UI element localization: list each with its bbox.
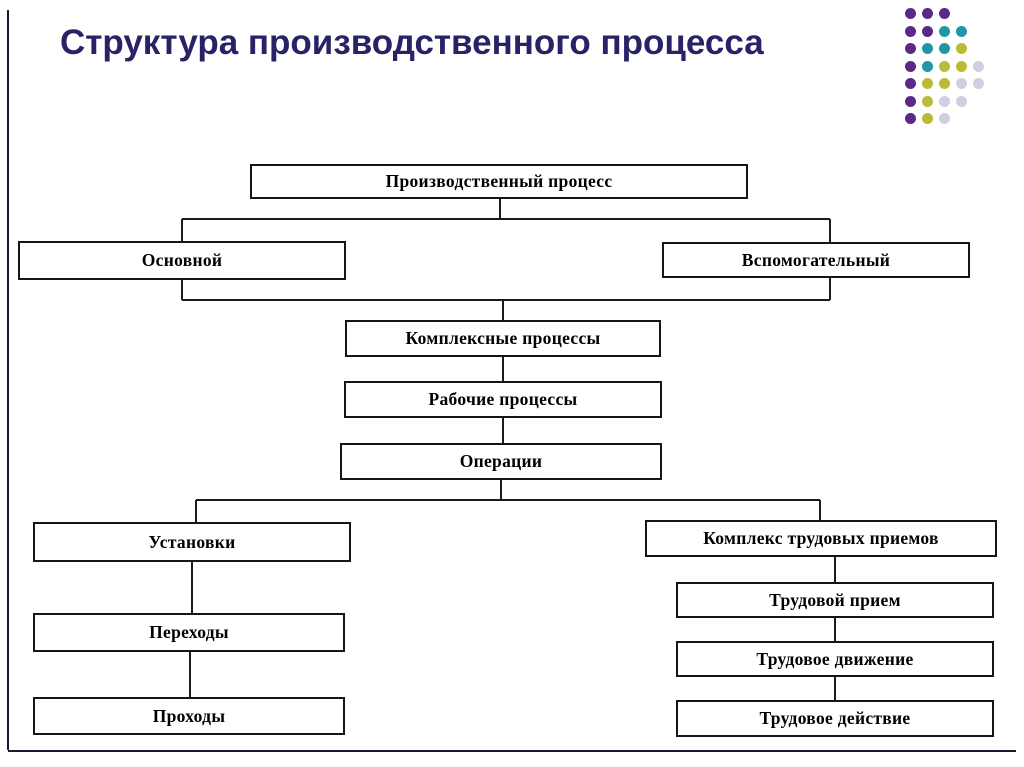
diagram-node-labor-action: Трудовое действие xyxy=(676,700,994,737)
slide-border-bottom xyxy=(8,750,1016,752)
dot xyxy=(905,113,916,124)
page-title: Структура производственного процесса xyxy=(60,23,764,62)
dot xyxy=(956,43,967,54)
diagram-node-labor-technique: Трудовой прием xyxy=(676,582,994,618)
dot xyxy=(956,25,967,37)
slide-border-left xyxy=(7,10,9,750)
dot xyxy=(922,95,933,107)
dot xyxy=(905,25,916,37)
dot xyxy=(922,78,933,89)
dot xyxy=(939,60,950,72)
diagram-node-transitions: Переходы xyxy=(33,613,345,652)
dot xyxy=(973,60,984,72)
dot xyxy=(922,25,933,37)
dot xyxy=(905,8,916,19)
dots-decoration xyxy=(905,8,995,134)
diagram-node-labor-movement: Трудовое движение xyxy=(676,641,994,677)
dot xyxy=(922,8,933,19)
dot xyxy=(939,43,950,54)
dot xyxy=(939,25,950,37)
diagram-node-auxiliary: Вспомогательный xyxy=(662,242,970,278)
dot xyxy=(922,43,933,54)
dot xyxy=(956,95,967,107)
dot xyxy=(956,78,967,89)
dot xyxy=(905,60,916,72)
diagram-node-production-process: Производственный процесс xyxy=(250,164,748,199)
dot xyxy=(905,95,916,107)
diagram-node-complex-processes: Комплексные процессы xyxy=(345,320,661,357)
dot xyxy=(939,113,950,124)
dot xyxy=(922,60,933,72)
dot xyxy=(939,78,950,89)
diagram-node-main: Основной xyxy=(18,241,346,280)
dot xyxy=(905,78,916,89)
dot xyxy=(905,43,916,54)
dot xyxy=(939,95,950,107)
diagram-node-working-processes: Рабочие процессы xyxy=(344,381,662,418)
diagram-node-passes: Проходы xyxy=(33,697,345,735)
dot xyxy=(939,8,950,19)
dot xyxy=(956,60,967,72)
dot xyxy=(922,113,933,124)
diagram-node-operations: Операции xyxy=(340,443,662,480)
diagram-node-labor-techniques-complex: Комплекс трудовых приемов xyxy=(645,520,997,557)
dot xyxy=(973,78,984,89)
diagram-node-setups: Установки xyxy=(33,522,351,562)
